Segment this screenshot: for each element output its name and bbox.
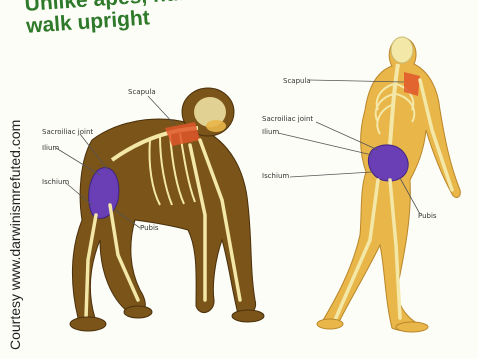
human-scapula xyxy=(404,72,420,96)
human-label-ischium: Ischium xyxy=(262,172,289,180)
ape-label-ilium: Ilium xyxy=(42,144,59,152)
ape-label-scapula: Scapula xyxy=(128,88,156,96)
image-credit: Courtesy www.darwinismrefuted.com xyxy=(7,120,23,350)
ape-label-pubis: Pubis xyxy=(140,224,159,232)
ape-label-ischium: Ischium xyxy=(42,178,69,186)
human-pelvis xyxy=(368,145,408,181)
human-foot xyxy=(396,322,428,332)
ape-foot xyxy=(70,317,106,331)
ape-hand xyxy=(232,310,264,322)
human-label-scapula: Scapula xyxy=(283,77,311,85)
human-skull xyxy=(391,37,413,63)
human-label-sacroiliac: Sacroiliac joint xyxy=(262,115,313,123)
ape-figure: Scapula Sacroiliac joint Ilium Ischium P… xyxy=(42,88,264,331)
ape-label-sacroiliac: Sacroiliac joint xyxy=(42,128,93,136)
human-figure: Scapula Sacroiliac joint Ilium Ischium P… xyxy=(262,37,460,332)
human-label-ilium: Ilium xyxy=(262,128,279,136)
ape-body xyxy=(72,119,255,328)
human-label-pubis: Pubis xyxy=(418,212,437,220)
